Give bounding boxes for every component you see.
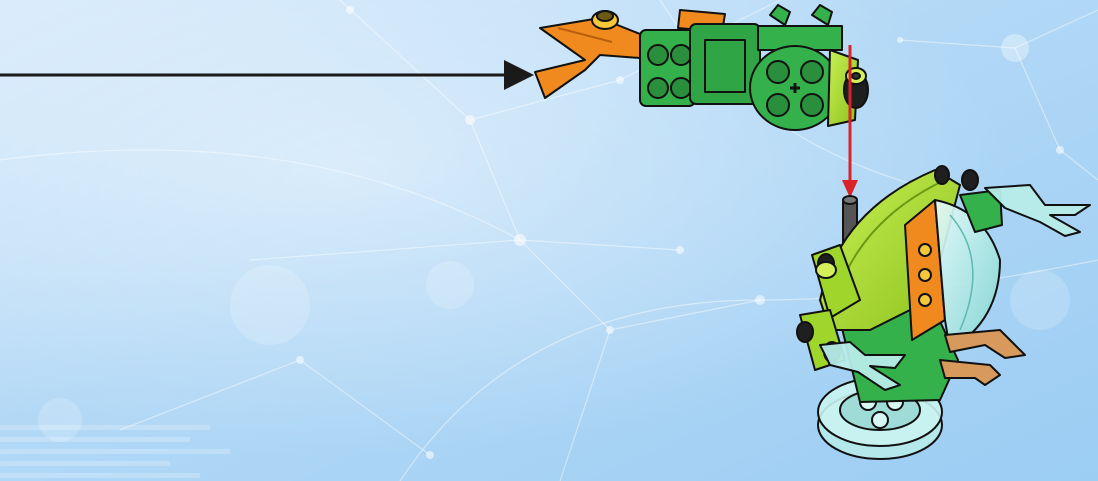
instruction-step-canvas [0,0,1098,481]
